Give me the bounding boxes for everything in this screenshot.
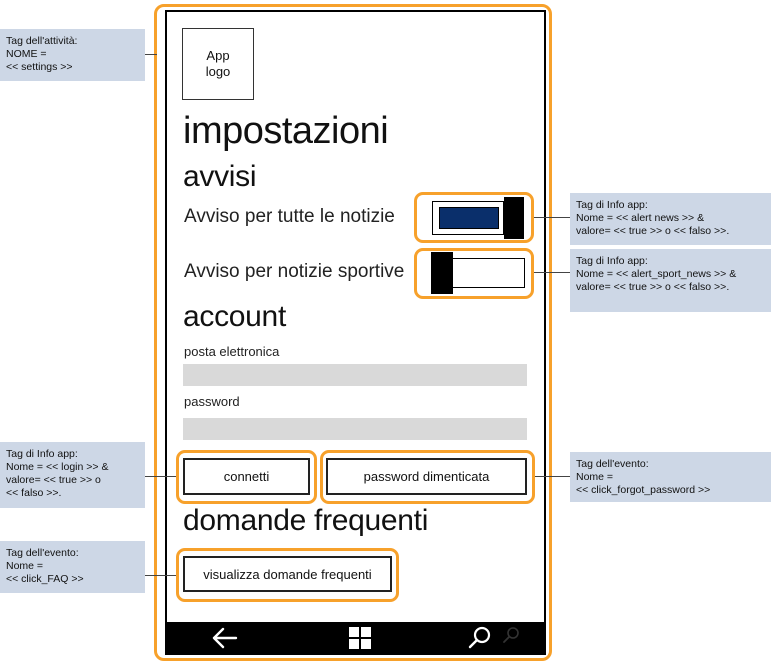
alert-sport-annotation: Tag di Info app: Nome = << alert_sport_n… (570, 249, 771, 312)
password-label: password (184, 394, 240, 409)
forgot-password-leader (535, 476, 570, 477)
windows-logo-icon[interactable] (349, 627, 371, 649)
password-field[interactable] (183, 418, 527, 440)
account-section-title: account (183, 300, 286, 333)
annotation-line: << falso >>. (6, 487, 62, 499)
faq-annotation: Tag dell'evento: Nome = << click_FAQ >> (0, 541, 145, 593)
activity-tag-annotation: Tag dell'attività: NOME = << settings >> (0, 29, 145, 81)
alert-news-highlight (414, 192, 534, 243)
annotation-line: Tag di Info app: (576, 255, 648, 267)
alerts-section-title: avvisi (183, 160, 257, 193)
annotation-line: Tag di Info app: (576, 199, 648, 211)
forgot-password-highlight (320, 450, 535, 504)
faq-section-title: domande frequenti (183, 504, 429, 537)
app-logo-line1: App (206, 48, 230, 63)
alert-news-toggle-fill (439, 207, 499, 229)
all-news-label: Avviso per tutte le notizie (184, 206, 395, 227)
login-leader (145, 476, 176, 477)
faq-highlight (176, 548, 399, 602)
alert-sport-leader (534, 272, 570, 273)
annotation-line: Tag dell'attività: (6, 35, 78, 47)
navigation-bar (167, 622, 544, 653)
forgot-password-button[interactable]: password dimenticata (326, 458, 527, 495)
alert-sport-toggle-track (451, 258, 525, 288)
alert-news-annotation: Tag di Info app: Nome = << alert news >>… (570, 193, 771, 245)
search-icon[interactable] (467, 626, 493, 650)
annotation-line: Nome = (6, 560, 44, 572)
connect-button[interactable]: connetti (183, 458, 310, 495)
phone-highlight-frame (154, 4, 552, 661)
email-field[interactable] (183, 364, 527, 386)
app-logo: App logo (182, 28, 254, 100)
forgot-password-annotation: Tag dell'evento: Nome = << click_forgot_… (570, 452, 771, 502)
alert-sport-toggle-thumb[interactable] (431, 252, 453, 294)
annotation-line: valore= << true >> o (6, 474, 101, 486)
annotation-line: Tag dell'evento: (576, 458, 649, 470)
alert-sport-highlight (414, 248, 534, 299)
search-icon-faint (501, 626, 521, 646)
phone-screen (165, 10, 546, 655)
annotation-line: Tag di Info app: (6, 448, 78, 460)
alert-news-leader (534, 217, 570, 218)
annotation-line: Tag dell'evento: (6, 547, 79, 559)
annotation-line: Nome = << alert news >> & (576, 212, 705, 224)
annotation-line: Nome = << login >> & (6, 461, 109, 473)
view-faq-button[interactable]: visualizza domande frequenti (183, 556, 392, 592)
activity-tag-leader (145, 54, 157, 55)
alert-news-toggle[interactable] (432, 197, 524, 239)
alert-news-toggle-thumb[interactable] (504, 197, 524, 239)
sport-news-label: Avviso per notizie sportive (184, 261, 405, 282)
page-title: impostazioni (183, 110, 389, 152)
annotation-line: << click_forgot_password >> (576, 484, 711, 496)
email-label: posta elettronica (184, 344, 280, 359)
annotation-line: valore= << true >> o << falso >>. (576, 281, 730, 293)
annotation-line: Nome = << alert_sport_news >> & (576, 268, 737, 280)
annotation-line: << click_FAQ >> (6, 573, 84, 585)
annotation-line: valore= << true >> o << falso >>. (576, 225, 730, 237)
annotation-line: Nome = (576, 471, 614, 483)
app-logo-line2: logo (205, 64, 231, 79)
annotation-line: NOME = (6, 48, 47, 60)
login-annotation: Tag di Info app: Nome = << login >> & va… (0, 442, 145, 508)
connect-highlight (176, 450, 317, 504)
faq-leader (145, 575, 176, 576)
annotation-line: << settings >> (6, 61, 73, 73)
back-arrow-icon[interactable] (211, 626, 239, 650)
alert-sport-toggle[interactable] (431, 252, 525, 294)
